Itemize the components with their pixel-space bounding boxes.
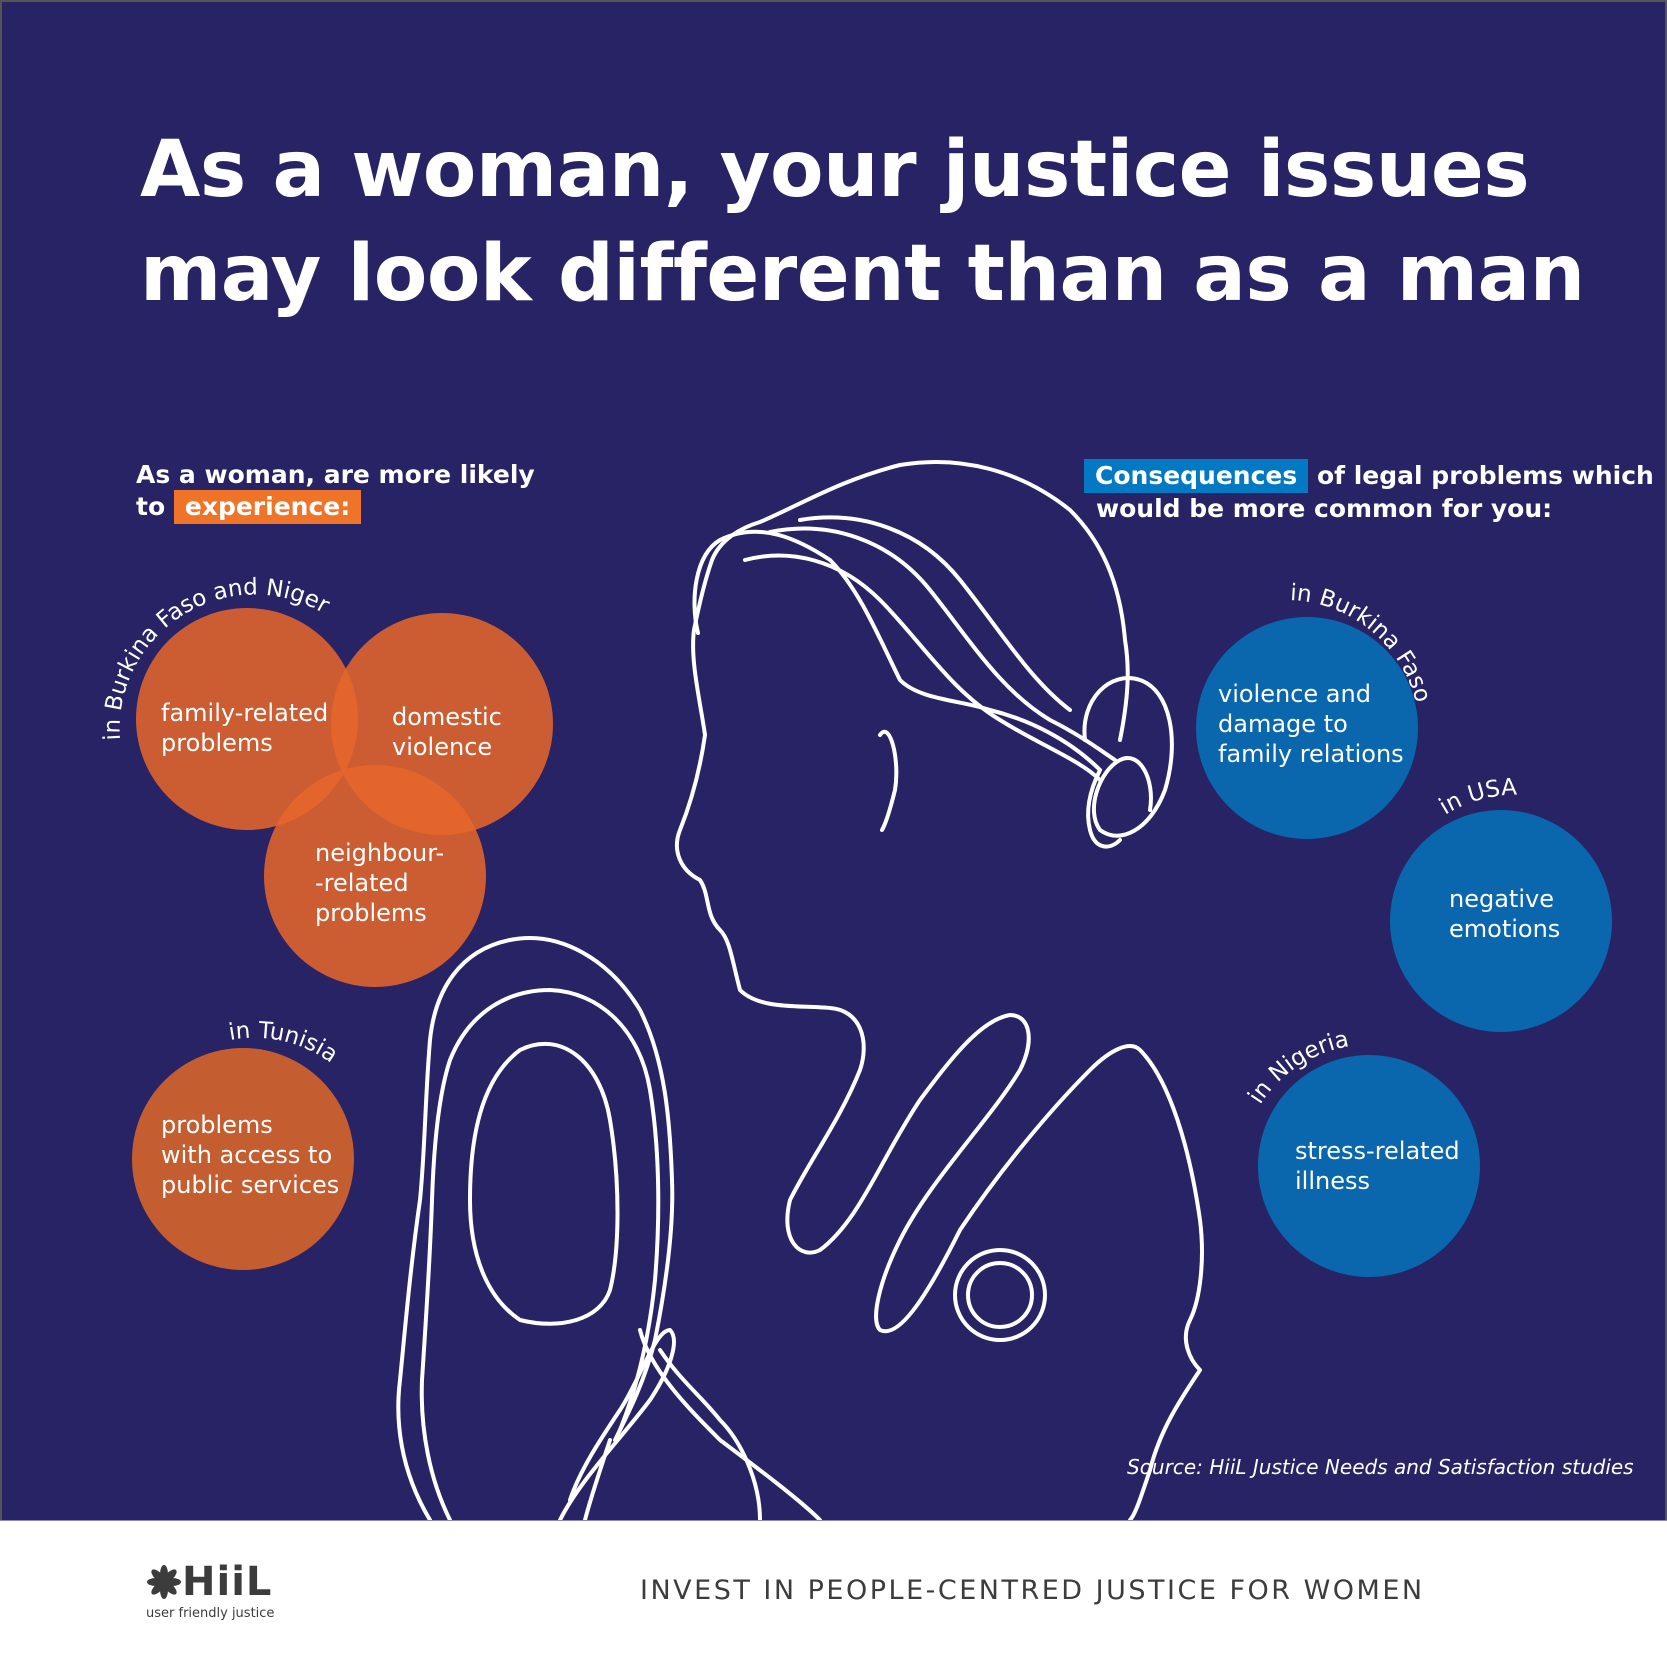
footer-tagline: INVEST IN PEOPLE-CENTRED JUSTICE FOR WOM… xyxy=(640,1575,1425,1606)
region-labels: in Burkina Faso and Niger in Tunisia in … xyxy=(99,574,1518,1108)
experience-heading: As a woman, are more likely to experienc… xyxy=(136,459,556,524)
experience-heading-line1: As a woman, are more likely xyxy=(136,460,535,489)
label-tunisia: in Tunisia xyxy=(227,1018,343,1068)
consequences-heading-line2: would be more common for you: xyxy=(1096,494,1553,523)
text-neighbour-related-problems: neighbour- -related problems xyxy=(315,839,445,927)
line-art-women-illustration xyxy=(396,460,1204,1520)
text-negative-emotions: negative emotions xyxy=(1449,885,1561,943)
title-line-1: As a woman, your justice issues xyxy=(140,125,1530,215)
pinwheel-icon xyxy=(147,1565,181,1599)
text-domestic-violence: domestic violence xyxy=(392,703,502,761)
experience-highlight: experience: xyxy=(173,490,362,524)
circle-public-services-problems xyxy=(132,1048,354,1270)
text-stress-related-illness: stress-related illness xyxy=(1295,1137,1460,1195)
earring xyxy=(953,1248,1047,1342)
experience-heading-prefix: to xyxy=(136,492,166,521)
consequences-heading-rest: of legal problems which xyxy=(1316,461,1654,490)
hair-bun xyxy=(1082,676,1174,838)
consequences-heading: Consequences of legal problems which wou… xyxy=(1084,459,1656,524)
text-violence-family-relations: violence and damage to family relations xyxy=(1218,680,1404,768)
label-burkina-faso-and-niger: in Burkina Faso and Niger xyxy=(99,574,334,741)
logo-tagline: user friendly justice xyxy=(146,1606,275,1621)
consequences-highlight: Consequences xyxy=(1084,459,1309,493)
woman-profile-outline xyxy=(691,460,1130,742)
label-usa: in USA xyxy=(1435,774,1518,820)
label-burkina-faso: in Burkina Faso xyxy=(1290,580,1436,705)
circle-neighbour-related-problems xyxy=(264,765,486,987)
source-note: Source: HiiL Justice Needs and Satisfact… xyxy=(1127,1455,1634,1479)
circle-stress-related-illness xyxy=(1258,1055,1480,1277)
hiil-logo: HiiL user friendly justice xyxy=(146,1562,274,1621)
circle-negative-emotions xyxy=(1390,810,1612,1032)
hijab-woman-outline xyxy=(396,936,675,1520)
text-family-related-problems: family-related problems xyxy=(161,699,329,757)
text-public-services-problems: problems with access to public services xyxy=(161,1111,340,1199)
footer xyxy=(0,1520,1667,1667)
circle-violence-family-relations xyxy=(1196,617,1418,839)
logo-wordmark: HiiL xyxy=(182,1559,273,1605)
label-nigeria: in Nigeria xyxy=(1243,1026,1351,1108)
page-title: As a woman, your justice issues may look… xyxy=(140,118,1590,326)
title-line-2: may look different than as a man xyxy=(140,229,1585,319)
